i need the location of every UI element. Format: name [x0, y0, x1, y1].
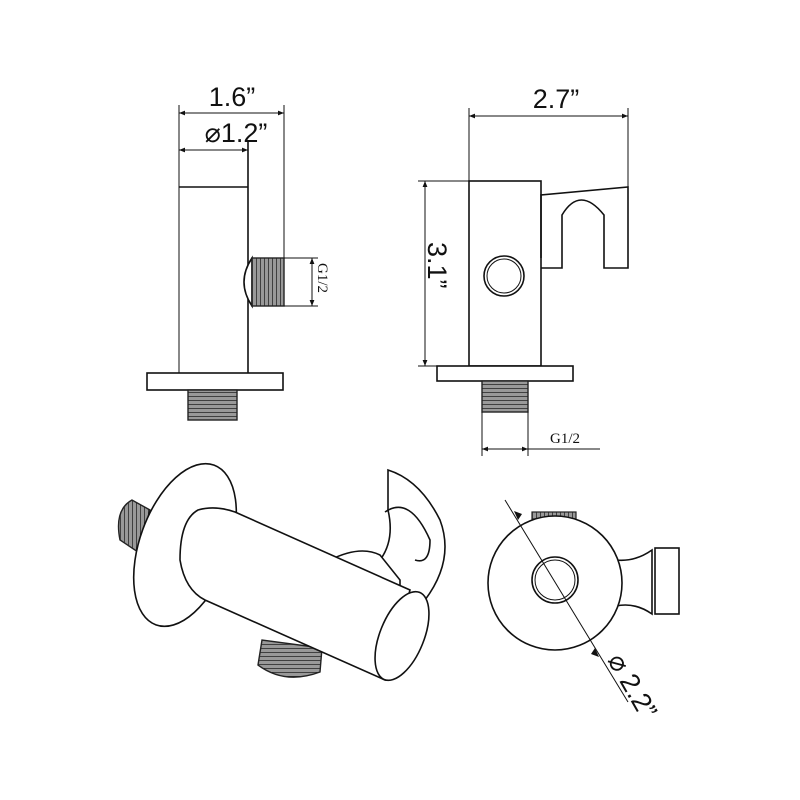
- front-diameter-label: ⌀1.2”: [205, 118, 268, 148]
- front-view: 1.6” ⌀1.2” G1/2: [146, 82, 330, 421]
- front-width-label: 1.6”: [209, 82, 256, 112]
- front-thread-label: G1/2: [314, 263, 330, 293]
- side-view: 2.7” 3.1” G1/2: [418, 84, 629, 456]
- side-height-label: 3.1”: [422, 242, 452, 289]
- iso-cylinder-end: [374, 590, 430, 682]
- bottom-thread: [187, 389, 238, 421]
- outlet-circle: [483, 255, 525, 297]
- front-flange: [146, 372, 284, 391]
- side-thread: [251, 257, 285, 307]
- side-flange: [436, 365, 574, 382]
- isometric-view: [117, 462, 446, 682]
- top-view: ⌀ 2.2”: [487, 499, 680, 724]
- top-diameter-label: ⌀ 2.2”: [602, 648, 663, 724]
- side-thread-label: G1/2: [550, 431, 580, 447]
- side-width-label: 2.7”: [533, 84, 580, 114]
- side-body: [468, 180, 542, 367]
